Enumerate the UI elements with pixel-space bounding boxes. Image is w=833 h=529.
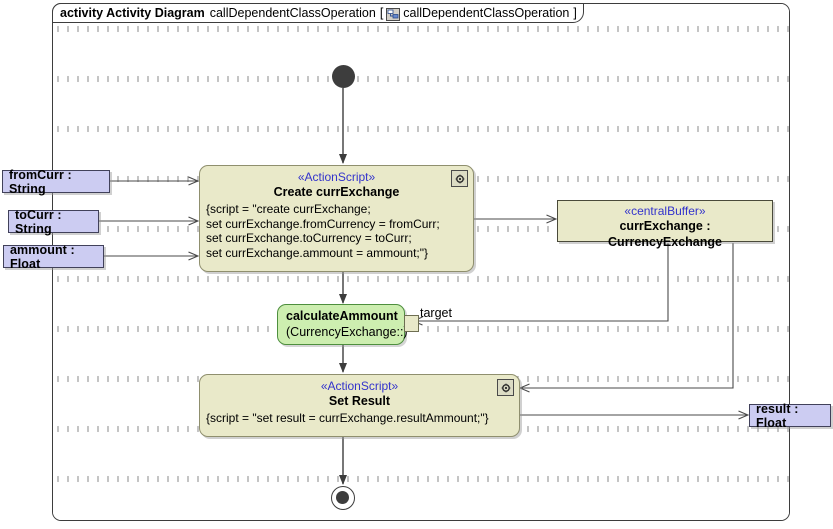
call-operation-node-calculateammount[interactable]: calculateAmmount (CurrencyExchange::) (277, 304, 408, 345)
frame-bracket-open: [ (379, 6, 384, 20)
action-script-body: {script = "create currExchange; set curr… (206, 202, 440, 260)
target-pin-label: target (420, 306, 452, 320)
activity-final-node-core (336, 491, 349, 504)
target-input-pin[interactable] (404, 315, 419, 332)
input-parameter-label: fromCurr : String (9, 167, 72, 196)
central-buffer-node[interactable]: «centralBuffer» currExchange : CurrencyE… (557, 200, 773, 249)
gear-icon[interactable] (451, 170, 468, 187)
gear-icon[interactable] (497, 379, 514, 396)
frame-context-label: callDependentClassOperation (403, 6, 570, 20)
stereotype-label: «ActionScript» (320, 379, 399, 393)
action-script-body: {script = "set result = currExchange.res… (206, 411, 489, 425)
initial-node[interactable] (332, 65, 355, 88)
input-parameter-ammount[interactable]: ammount : Float (3, 242, 104, 271)
action-node-set-result[interactable]: «ActionScript» Set Result {script = "set… (199, 374, 520, 437)
input-parameter-fromCurr[interactable]: fromCurr : String (2, 167, 110, 196)
stereotype-label: «ActionScript» (297, 170, 376, 184)
action-title: Set Result (328, 394, 391, 408)
frame-title-tab: activity Activity Diagram callDependentC… (52, 3, 584, 23)
output-parameter-result[interactable]: result : Float (749, 401, 831, 430)
call-operation-title: calculateAmmount (286, 309, 398, 323)
stereotype-label: «centralBuffer» (624, 204, 706, 218)
activity-final-node[interactable] (331, 486, 355, 510)
action-node-create-currexchange[interactable]: «ActionScript» Create currExchange {scri… (199, 165, 474, 272)
frame-bracket-close: ] (573, 6, 577, 20)
activity-diagram-icon (386, 7, 401, 21)
input-parameter-toCurr[interactable]: toCurr : String (8, 207, 99, 236)
input-parameter-label: ammount : Float (10, 242, 75, 271)
action-title: Create currExchange (273, 185, 400, 199)
frame-kind-label: activity Activity Diagram (60, 6, 205, 20)
input-parameter-label: toCurr : String (15, 207, 62, 236)
frame-name-label: callDependentClassOperation (209, 6, 376, 20)
central-buffer-title: currExchange : CurrencyExchange (608, 219, 722, 249)
output-parameter-label: result : Float (756, 401, 799, 430)
call-operation-owner: (CurrencyExchange::) (286, 325, 408, 339)
